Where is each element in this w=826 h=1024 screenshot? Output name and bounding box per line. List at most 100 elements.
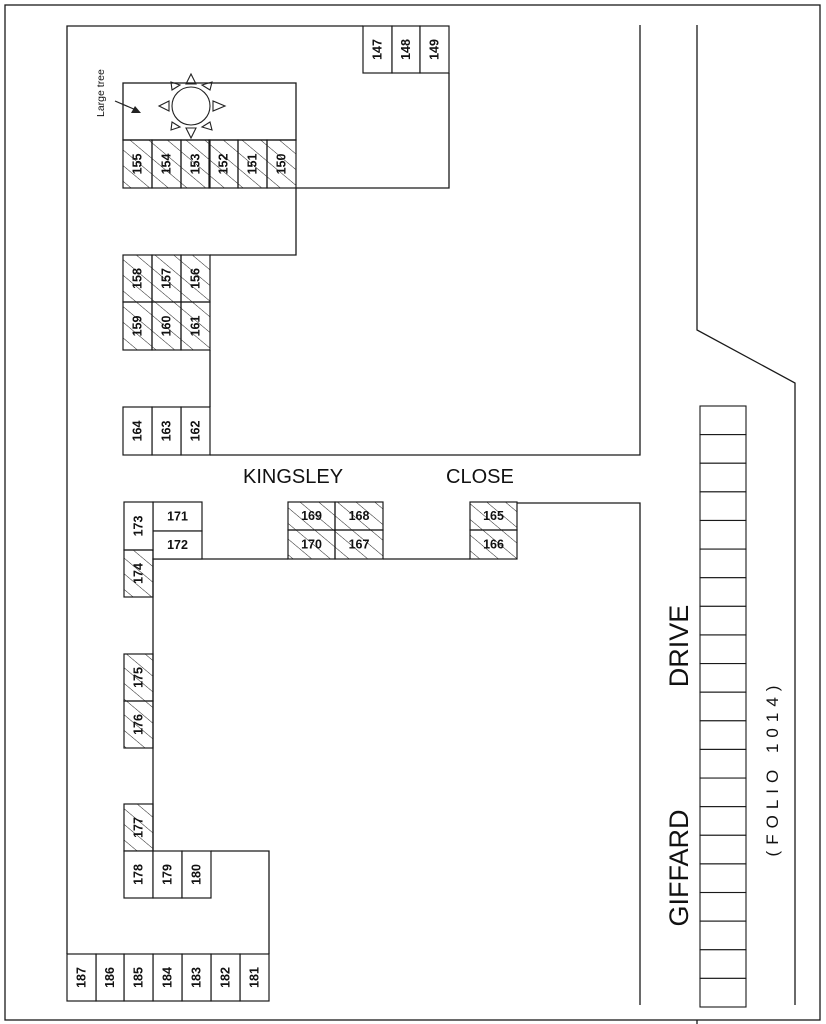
reserved-space-box: [123, 549, 154, 598]
space-number: 169: [301, 509, 322, 523]
space-number: 172: [167, 538, 188, 552]
parking-space-156: 156: [180, 254, 211, 303]
space-number: 186: [103, 967, 117, 988]
space-number: 153: [189, 154, 203, 175]
parking-space-178: 178: [123, 850, 154, 899]
street-parking-strip: [699, 405, 747, 1008]
street-parking-bay: [699, 806, 747, 836]
parking-space-172: 172: [152, 530, 203, 560]
space-number: 175: [132, 667, 146, 688]
reserved-space-box: [266, 139, 297, 189]
space-number: 178: [132, 864, 146, 885]
parking-space-151: 151: [237, 139, 268, 189]
parking-space-170: 170: [287, 529, 336, 560]
parking-space-180: 180: [181, 850, 212, 899]
parking-space-164: 164: [122, 406, 153, 456]
space-number: 159: [131, 316, 145, 337]
street-name-kingsley: KINGSLEY: [243, 466, 343, 488]
reserved-space-box: [122, 139, 153, 189]
parking-space-166: 166: [469, 529, 518, 560]
street-parking-bay: [699, 949, 747, 979]
space-number: 160: [160, 316, 174, 337]
space-number: 167: [349, 538, 370, 552]
arrow-icon: [114, 100, 141, 113]
space-box: [239, 953, 270, 1002]
parking-space-154: 154: [151, 139, 182, 189]
space-box: [180, 406, 211, 456]
parking-space-160: 160: [151, 301, 182, 351]
reserved-space-box: [237, 139, 268, 189]
reserved-space-box: [123, 700, 154, 749]
folio-label: (FOLIO 1014): [763, 680, 782, 857]
parking-space-158: 158: [122, 254, 153, 303]
large-tree-label: Large tree: [95, 69, 107, 117]
space-number: 164: [131, 421, 145, 442]
street-parking-bay: [699, 434, 747, 464]
space-number: 150: [275, 154, 289, 175]
space-box: [95, 953, 125, 1002]
reserved-space-box: [123, 653, 154, 702]
space-number: 185: [132, 967, 146, 988]
giffard-drive-kerb: [696, 25, 796, 1005]
space-number: 165: [483, 509, 504, 523]
space-number: 152: [217, 154, 231, 175]
parking-space-148: 148: [391, 25, 421, 74]
space-box: [181, 953, 212, 1002]
space-box: [152, 850, 183, 899]
space-number: 177: [132, 817, 146, 838]
space-number: 156: [189, 268, 203, 289]
parking-space-169: 169: [287, 501, 336, 531]
space-box: [66, 953, 97, 1002]
parking-space-161: 161: [180, 301, 211, 351]
parking-space-168: 168: [334, 501, 384, 531]
space-box: [181, 850, 212, 899]
space-number: 162: [189, 421, 203, 442]
space-number: 155: [131, 154, 145, 175]
parking-space-147: 147: [362, 25, 393, 74]
street-parking-bay: [699, 977, 747, 1008]
space-number: 151: [246, 154, 260, 175]
space-number: 174: [132, 563, 146, 584]
space-number: 184: [161, 967, 175, 988]
street-parking-bay: [699, 834, 747, 865]
reserved-space-box: [151, 254, 182, 303]
parking-space-182: 182: [210, 953, 241, 1002]
street-name-giffard: GIFFARD: [664, 809, 694, 926]
reserved-space-box: [287, 501, 336, 531]
street-parking-bay: [699, 891, 747, 922]
reserved-space-box: [151, 139, 182, 189]
space-box: [362, 25, 393, 74]
space-number: 182: [219, 967, 233, 988]
space-number: 171: [167, 510, 188, 524]
parking-space-187: 187: [66, 953, 97, 1002]
space-number: 148: [399, 39, 413, 60]
space-box: [419, 25, 450, 74]
parking-space-173: 173: [123, 501, 154, 551]
parking-space-174: 174: [123, 549, 154, 598]
space-number: 147: [371, 39, 385, 60]
parking-space-181: 181: [239, 953, 270, 1002]
parking-space-159: 159: [122, 301, 153, 351]
page-frame: [4, 4, 821, 1021]
parking-space-150: 150: [266, 139, 297, 189]
street-parking-bay: [699, 748, 747, 779]
parking-space-176: 176: [123, 700, 154, 749]
street-parking-bay: [699, 777, 747, 808]
space-box: [210, 953, 241, 1002]
space-box: [122, 406, 153, 456]
space-number: 176: [132, 714, 146, 735]
space-number: 180: [190, 864, 204, 885]
parking-space-153: 153: [180, 139, 211, 189]
parking-space-152: 152: [208, 139, 239, 189]
reserved-space-box: [151, 301, 182, 351]
street-parking-bay: [699, 634, 747, 665]
street-parking-bay: [699, 462, 747, 493]
space-number: 154: [160, 154, 174, 175]
reserved-space-box: [122, 254, 153, 303]
street-parking-bay: [699, 519, 747, 550]
parking-space-167: 167: [334, 529, 384, 560]
parking-space-177: 177: [123, 803, 154, 852]
parking-space-175: 175: [123, 653, 154, 702]
space-number: 157: [160, 268, 174, 289]
